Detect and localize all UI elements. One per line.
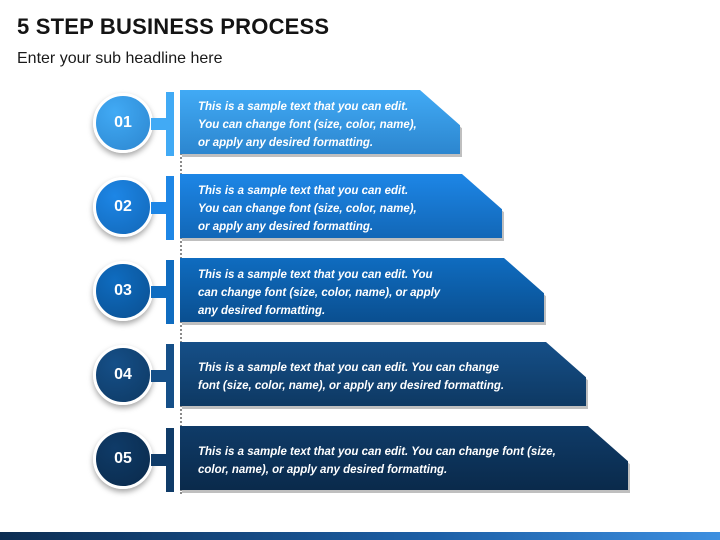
step-accent-bar — [166, 176, 174, 240]
step-description-line: any desired formatting. — [198, 305, 326, 317]
step-banner: This is a sample text that you can edit.… — [180, 174, 504, 241]
step-2: 02 This is a sample text that you can edi… — [0, 174, 720, 244]
step-accent-bar — [166, 428, 174, 492]
step-description-line: or apply any desired formatting. — [198, 137, 374, 149]
page-title: 5 STEP BUSINESS PROCESS — [17, 14, 330, 39]
step-number-circle: 02 — [93, 177, 153, 237]
step-banner: This is a sample text that you can edit.… — [180, 426, 630, 493]
step-4: 04 This is a sample text that you can edi… — [0, 342, 720, 412]
banner-shape — [180, 258, 546, 325]
banner-shape — [180, 342, 588, 409]
step-number-circle: 03 — [93, 261, 153, 321]
step-5: 05 This is a sample text that you can edi… — [0, 426, 720, 496]
step-description-line: This is a sample text that you can edit.… — [198, 269, 433, 281]
step-accent-bar — [166, 344, 174, 408]
step-description-line: This is a sample text that you can edit.… — [198, 446, 556, 458]
step-number-circle: 04 — [93, 345, 153, 405]
step-description: This is a sample text that you can edit.… — [198, 443, 556, 479]
step-1: 01 This is a sample text that you can edi… — [0, 90, 720, 160]
step-description: This is a sample text that you can edit.… — [198, 359, 504, 395]
step-description-line: You can change font (size, color, name), — [198, 203, 417, 215]
step-banner: This is a sample text that you can edit.… — [180, 342, 588, 409]
step-description: This is a sample text that you can edit.… — [198, 266, 440, 320]
step-connector — [151, 370, 166, 382]
step-description-line: This is a sample text that you can edit. — [198, 185, 409, 197]
step-banner: This is a sample text that you can edit.… — [180, 258, 546, 325]
step-number-circle: 01 — [93, 93, 153, 153]
step-accent-bar — [166, 260, 174, 324]
step-description-line: color, name), or apply any desired forma… — [198, 464, 448, 476]
step-connector — [151, 118, 166, 130]
step-description-line: This is a sample text that you can edit.… — [198, 362, 499, 374]
step-accent-bar — [166, 92, 174, 156]
banner-shape — [180, 174, 504, 241]
step-connector — [151, 202, 166, 214]
banner-shape — [180, 426, 630, 493]
step-description-line: You can change font (size, color, name), — [198, 119, 417, 131]
step-description-line: or apply any desired formatting. — [198, 221, 374, 233]
step-number-circle: 05 — [93, 429, 153, 489]
step-description-line: This is a sample text that you can edit. — [198, 101, 409, 113]
step-connector — [151, 286, 166, 298]
bottom-accent-band — [0, 532, 720, 540]
step-description-line: font (size, color, name), or apply any d… — [198, 380, 505, 392]
step-description: This is a sample text that you can edit.… — [198, 182, 417, 236]
page-subtitle: Enter your sub headline here — [17, 50, 223, 67]
banner-shape — [180, 90, 462, 157]
step-description-line: can change font (size, color, name), or … — [198, 287, 441, 299]
step-banner: This is a sample text that you can edit.… — [180, 90, 462, 157]
step-connector — [151, 454, 166, 466]
step-description: This is a sample text that you can edit.… — [198, 98, 417, 152]
step-3: 03 This is a sample text that you can edi… — [0, 258, 720, 328]
